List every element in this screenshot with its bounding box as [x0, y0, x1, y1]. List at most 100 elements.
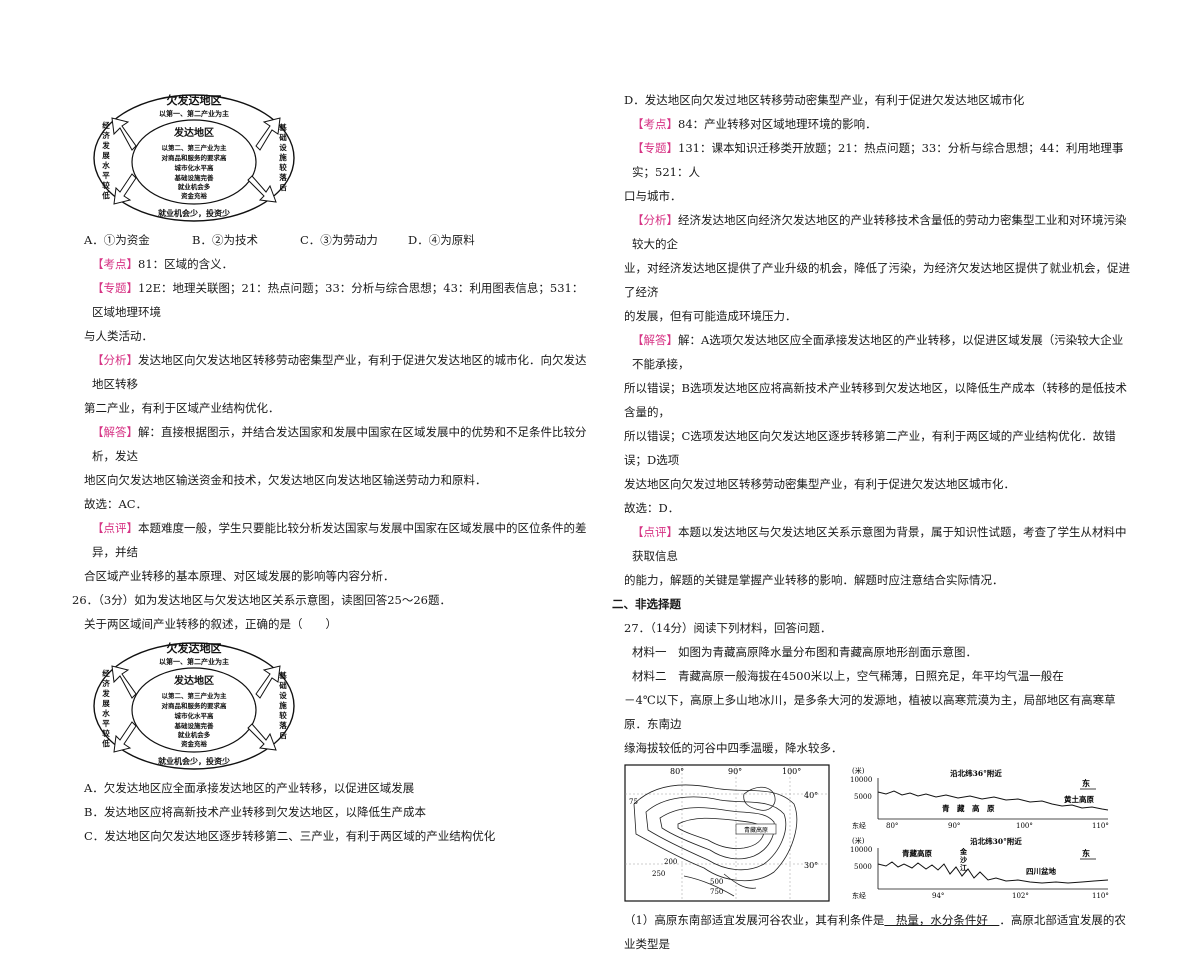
q27-stem: 27．（14分）阅读下列材料，回答问题． — [624, 621, 832, 635]
fenxi-line-2: 【分析】经济发达地区向经济欠发达地区的产业转移技术含量低的劳动力密集型工业和对环… — [632, 213, 1127, 251]
material-2-line-2: －4℃以下，高原上多山地冰川，是多条大河的发源地，植被以高寒荒漠为主，局部地区有… — [624, 693, 1116, 731]
jieda-line: 【解答】解：直接根据图示，并结合发达国家和发展中国家在区域发展中的优势和不足条件… — [92, 425, 587, 463]
svg-text:对商品和服务的要求高: 对商品和服务的要求高 — [162, 701, 228, 710]
svg-text:施: 施 — [279, 152, 287, 162]
svg-text:10000: 10000 — [850, 846, 872, 854]
svg-text:低: 低 — [101, 190, 110, 200]
svg-text:后: 后 — [279, 182, 287, 192]
svg-text:较: 较 — [279, 162, 287, 172]
dianping-line-2: 【点评】本题以发达地区与欠发达地区关系示意图为背景，属于知识性试题，考查了学生从… — [632, 525, 1127, 563]
answer-line-2: 故选：D． — [624, 501, 680, 515]
svg-text:以第二、第三产业为主: 以第二、第三产业为主 — [162, 143, 228, 152]
svg-text:90°: 90° — [948, 822, 960, 830]
section-heading: 二、非选择题 — [612, 597, 681, 611]
svg-text:资金充裕: 资金充裕 — [181, 191, 208, 200]
svg-text:济: 济 — [102, 130, 110, 140]
q26-option-b: B．发达地区应将高新技术产业转移到欠发达地区，以降低生产成本 — [84, 805, 426, 819]
inner-title: 发达地区 — [173, 126, 214, 139]
svg-text:经: 经 — [102, 668, 110, 678]
svg-text:80°: 80° — [670, 767, 684, 776]
svg-text:落: 落 — [279, 720, 287, 730]
jieda-line-2: 【解答】解：A选项欠发达地区应全面承接发达地区的产业转移，以促进区域发展（污染较… — [632, 333, 1124, 371]
svg-text:展: 展 — [101, 151, 110, 160]
svg-text:水: 水 — [102, 708, 110, 718]
svg-text:110°: 110° — [1092, 822, 1109, 830]
svg-text:发: 发 — [101, 140, 110, 150]
figures-row: 80° 90° 100° 40° 30° 青藏高原 75 200 250 500… — [624, 764, 1132, 902]
svg-text:94°: 94° — [932, 892, 944, 900]
diagram-bottom-label: 就业机会少，投资少 — [158, 208, 230, 218]
outer-subtitle: 以第一、第二产业为主 — [159, 109, 229, 118]
svg-text:济: 济 — [102, 678, 110, 688]
svg-text:城市化水平高: 城市化水平高 — [175, 711, 215, 720]
svg-text:100°: 100° — [782, 767, 801, 776]
svg-text:欠发达地区: 欠发达地区 — [167, 641, 222, 655]
svg-text:(米): (米) — [852, 836, 865, 845]
left-column: 欠发达地区 以第一、第二产业为主 发达地区 以第二、第三产业为主 对商品和服务的… — [72, 88, 594, 848]
svg-text:75: 75 — [629, 798, 638, 806]
material-2-line-1: 材料二 青藏高原一般海拔在4500米以上，空气稀薄，日照充足，年平均气温一般在 — [632, 669, 1064, 683]
zhuanti-line-2: 【专题】131：课本知识迁移类开放题；21：热点问题；33：分析与综合思想；44… — [632, 141, 1124, 179]
q26-option-d: D．发达地区向欠发过地区转移劳动密集型产业，有利于促进欠发达地区城市化 — [624, 93, 1025, 107]
outer-title: 欠发达地区 — [167, 93, 222, 107]
right-column: D．发达地区向欠发过地区转移劳动密集型产业，有利于促进欠发达地区城市化 【考点】… — [612, 88, 1132, 956]
svg-text:30°: 30° — [804, 861, 818, 870]
kaodian-line-2: 【考点】84：产业转移对区域地理环境的影响． — [632, 117, 877, 131]
svg-text:以第二、第三产业为主: 以第二、第三产业为主 — [162, 691, 228, 700]
svg-text:基础设施完善: 基础设施完善 — [174, 173, 215, 182]
svg-text:102°: 102° — [1012, 892, 1029, 900]
svg-text:东经: 东经 — [852, 891, 866, 900]
svg-text:城市化水平高: 城市化水平高 — [175, 163, 215, 172]
svg-text:就业机会多: 就业机会多 — [178, 182, 211, 191]
fenxi-line: 【分析】发达地区向欠发达地区转移劳动密集型产业，有利于促进欠发达地区的城市化．向… — [92, 353, 587, 391]
svg-text:设: 设 — [279, 142, 287, 152]
svg-text:东: 东 — [1082, 778, 1090, 788]
svg-text:5000: 5000 — [854, 863, 872, 871]
svg-text:黄土高原: 黄土高原 — [1064, 794, 1094, 804]
profile1-title: 沿北纬36°附近 — [950, 768, 1002, 778]
arrow-3-icon — [113, 173, 137, 205]
q26-stem: 26．（3分）如为发达地区与欠发达地区关系示意图，读图回答25～26题． — [72, 593, 451, 607]
svg-text:后: 后 — [279, 730, 287, 740]
svg-text:对商品和服务的要求高: 对商品和服务的要求高 — [162, 153, 228, 162]
region-relation-diagram: 欠发达地区 以第一、第二产业为主 发达地区 以第二、第三产业为主 对商品和服务的… — [93, 93, 295, 222]
svg-text:础: 础 — [279, 680, 287, 690]
svg-text:东: 东 — [1082, 848, 1090, 858]
svg-text:发达地区: 发达地区 — [173, 674, 214, 687]
svg-text:较: 较 — [279, 710, 287, 720]
svg-text:40°: 40° — [804, 791, 818, 800]
map-place-label: 青藏高原 — [744, 826, 768, 834]
q25-option-b: B．②为技术 — [192, 233, 258, 247]
profile2-title: 沿北纬30°附近 — [970, 836, 1022, 846]
region-relation-diagram-2: 欠发达地区 以第一、第二产业为主 发达地区 以第二、第三产业为主 对商品和服务的… — [93, 641, 295, 770]
dianping-line: 【点评】本题难度一般，学生只要能比较分析发达国家与发展中国家在区域发展中的区位条… — [92, 521, 587, 559]
svg-text:就业机会多: 就业机会多 — [178, 730, 211, 739]
svg-text:东经: 东经 — [852, 821, 866, 830]
svg-text:青 藏 高 原: 青 藏 高 原 — [942, 803, 995, 813]
arrow-2-icon — [255, 117, 281, 151]
svg-text:施: 施 — [279, 700, 287, 710]
q27-part1: （1）高原东南部适宜发展河谷农业，其有利条件是 热量，水分条件好 ．高原北部适宜… — [624, 913, 1126, 951]
material-1: 材料一 如图为青藏高原降水量分布图和青藏高原地形剖面示意图． — [632, 645, 977, 659]
svg-text:500: 500 — [710, 878, 723, 886]
svg-text:80°: 80° — [886, 822, 898, 830]
q25-option-a: A．①为资金 — [84, 233, 150, 247]
svg-text:基: 基 — [278, 670, 287, 680]
svg-text:110°: 110° — [1092, 892, 1109, 900]
svg-text:江: 江 — [960, 863, 967, 872]
terrain-profile-30n: (米) 10000 5000 沿北纬30°附近 东 青藏高原 金 沙 江 四川盆… — [850, 836, 1109, 900]
q25-option-c: C．③为劳动力 — [300, 233, 378, 247]
zhuanti-line: 【专题】12E：地理关联图；21：热点问题；33：分析与综合思想；43：利用图表… — [92, 281, 584, 319]
svg-text:(米): (米) — [852, 766, 865, 775]
q26-option-c: C．发达地区向欠发达地区逐步转移第二、三产业，有利于两区域的产业结构优化 — [84, 829, 496, 843]
svg-text:基础设施完善: 基础设施完善 — [174, 721, 215, 730]
svg-text:较: 较 — [102, 728, 110, 738]
svg-text:基: 基 — [278, 122, 287, 132]
svg-text:水: 水 — [102, 160, 110, 170]
arrow-4-icon — [247, 175, 277, 203]
svg-text:平: 平 — [102, 719, 110, 728]
svg-text:200: 200 — [664, 858, 677, 866]
svg-text:础: 础 — [279, 132, 287, 142]
material-2-line-3: 缘海拔较低的河谷中四季温暖，降水较多． — [624, 741, 843, 755]
svg-text:展: 展 — [101, 699, 110, 708]
